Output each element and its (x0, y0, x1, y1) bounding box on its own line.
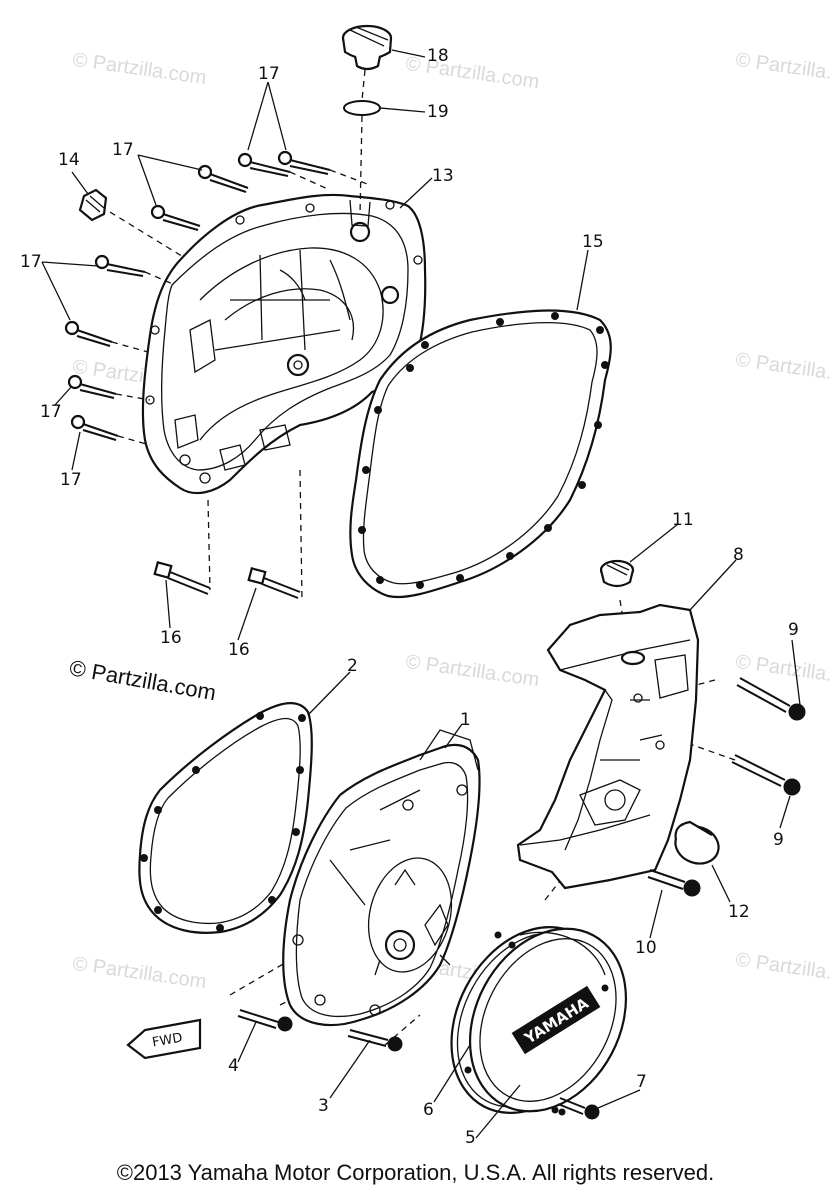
gasket-15 (349, 309, 612, 599)
callout-6: 6 (423, 1100, 434, 1120)
callout-14: 14 (58, 150, 80, 170)
copyright-notice: ©2013 Yamaha Motor Corporation, U.S.A. A… (116, 1160, 715, 1185)
cover-5: YAMAHA (468, 927, 628, 1114)
screw-17 (94, 254, 146, 277)
o-ring-19 (343, 100, 381, 116)
screw-17 (237, 152, 291, 177)
callout-17: 17 (20, 252, 42, 272)
bolt-16 (153, 561, 211, 595)
screws-17 (64, 150, 331, 441)
screw-17 (70, 414, 119, 441)
callout-19: 19 (427, 102, 449, 122)
callout-9: 9 (773, 830, 784, 850)
bolts-16 (153, 561, 301, 599)
bolts-9 (731, 677, 806, 796)
callout-7: 7 (636, 1072, 647, 1092)
bracket-8 (516, 603, 700, 890)
callout-16: 16 (228, 640, 250, 660)
fwd-label: FWD (151, 1031, 183, 1051)
oil-filler-cap-18 (341, 24, 393, 71)
callout-3: 3 (318, 1096, 329, 1116)
bolt-10 (647, 869, 701, 897)
callout-15: 15 (582, 232, 604, 252)
screw-7 (557, 1097, 600, 1120)
screw-3 (347, 1029, 403, 1052)
bolt-9 (736, 677, 806, 721)
screw-17 (150, 204, 201, 231)
forward-arrow-marker: FWD (126, 1018, 202, 1060)
screw-17 (197, 164, 249, 193)
callout-5: 5 (465, 1128, 476, 1148)
bolt-16 (247, 567, 301, 599)
callout-17: 17 (112, 140, 134, 160)
screw-17 (67, 374, 117, 399)
screw-4 (237, 1009, 293, 1032)
callout-13: 13 (432, 166, 454, 186)
callout-16: 16 (160, 628, 182, 648)
callout-11: 11 (672, 510, 694, 530)
callout-9: 9 (788, 620, 799, 640)
crankcase-cover-1 (282, 729, 481, 1027)
cap-12 (674, 820, 720, 865)
callout-17: 17 (60, 470, 82, 490)
crankcase-cover-13 (141, 193, 427, 495)
callout-10: 10 (635, 938, 657, 958)
callout-12: 12 (728, 902, 750, 922)
callout-8: 8 (733, 545, 744, 565)
callout-18: 18 (427, 46, 449, 66)
callout-17: 17 (258, 64, 280, 84)
screw-17 (64, 320, 113, 347)
callout-17: 17 (40, 402, 62, 422)
plug-11 (599, 559, 635, 588)
callout-2: 2 (347, 656, 358, 676)
plug-14 (78, 188, 108, 222)
gasket-2 (138, 701, 313, 934)
callout-1: 1 (460, 710, 471, 730)
bolt-9 (731, 754, 801, 796)
leader-lines (41, 49, 801, 1139)
screw-17 (277, 150, 331, 175)
callout-4: 4 (228, 1056, 239, 1076)
